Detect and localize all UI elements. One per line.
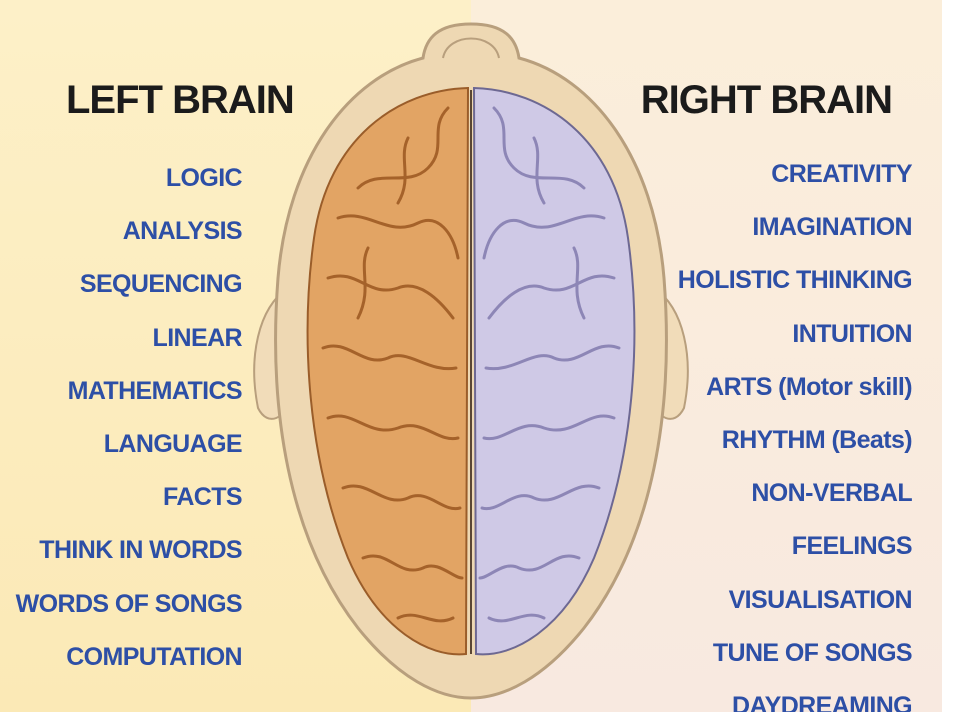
- right-item-intuition: INTUITION: [792, 319, 912, 348]
- left-item-computation: COMPUTATION: [66, 642, 242, 671]
- right-item-daydreaming: DAYDREAMING: [732, 691, 913, 712]
- left-item-language: LANGUAGE: [103, 429, 243, 458]
- left-item-words-of-songs: WORDS OF SONGS: [15, 589, 243, 618]
- diagram-canvas: LEFT BRAIN RIGHT BRAIN LOGIC ANALYSIS SE…: [0, 0, 942, 712]
- left-item-sequencing: SEQUENCING: [79, 270, 243, 299]
- left-item-linear: LINEAR: [152, 323, 243, 352]
- left-gyri-icon: [321, 106, 464, 623]
- left-item-mathematics: MATHEMATICS: [67, 376, 243, 405]
- left-item-analysis: ANALYSIS: [122, 217, 243, 246]
- left-brain-heading: LEFT BRAIN: [66, 78, 295, 122]
- brain-illustration-icon: [253, 22, 689, 700]
- right-brain-heading: RIGHT BRAIN: [640, 78, 893, 122]
- right-item-creativity: CREATIVITY: [771, 160, 912, 188]
- right-brain-list: CREATIVITY IMAGINATION HOLISTIC THINKING…: [677, 148, 913, 712]
- right-item-visualisation: VISUALISATION: [728, 585, 913, 614]
- right-item-non-verbal: NON-VERBAL: [751, 479, 912, 508]
- right-item-arts: ARTS (Motor skill): [706, 372, 912, 401]
- left-item-logic: LOGIC: [165, 164, 243, 192]
- right-item-tune-of-songs: TUNE OF SONGS: [712, 638, 913, 667]
- nose-icon: [442, 37, 500, 59]
- right-item-holistic-thinking: HOLISTIC THINKING: [677, 266, 913, 295]
- right-gyri-icon: [478, 106, 621, 623]
- right-margin: [942, 0, 960, 720]
- right-item-rhythm: RHYTHM (Beats): [721, 425, 913, 454]
- left-brain-list: LOGIC ANALYSIS SEQUENCING LINEAR MATHEMA…: [15, 152, 243, 684]
- right-hemisphere-icon: [472, 86, 636, 656]
- left-item-think-in-words: THINK IN WORDS: [39, 536, 242, 565]
- left-hemisphere-icon: [306, 86, 470, 656]
- right-item-imagination: IMAGINATION: [752, 213, 912, 242]
- right-item-feelings: FEELINGS: [791, 532, 913, 561]
- bottom-margin: [0, 712, 960, 720]
- left-item-facts: FACTS: [163, 483, 243, 512]
